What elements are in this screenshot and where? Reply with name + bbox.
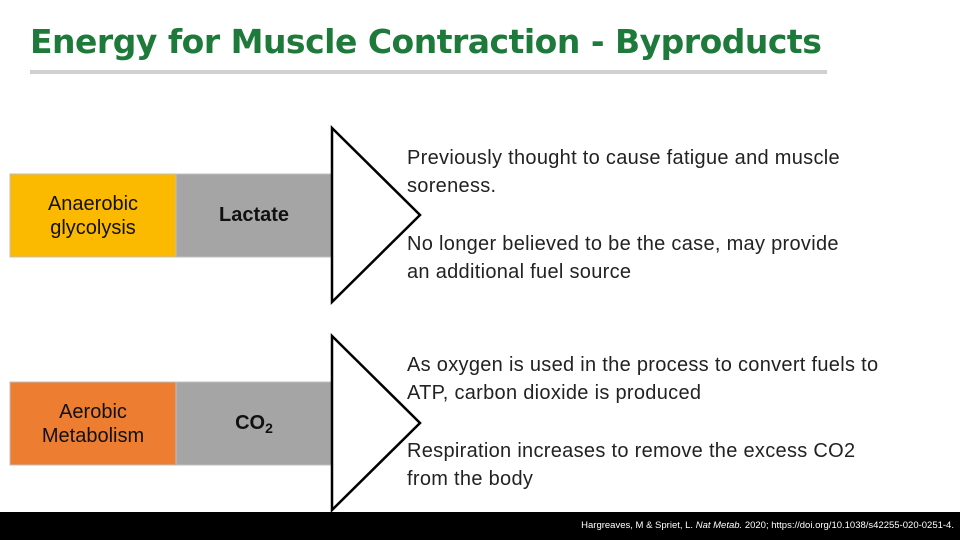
row1-arrow xyxy=(330,125,422,305)
co2-main: CO xyxy=(235,412,266,434)
slide-title: Energy for Muscle Contraction - Byproduc… xyxy=(30,22,822,61)
lactate-note-fatigue: Previously thought to cause fatigue and … xyxy=(407,147,840,197)
lactate-label: Lactate xyxy=(218,204,290,226)
title-underline xyxy=(30,70,827,74)
citation-details: 2020; https://doi.org/10.1038/s42255-020… xyxy=(742,520,954,531)
anaerobic-glycolysis-label: Anaerobic glycolysis xyxy=(47,192,139,239)
lactate-note-fuel: No longer believed to be the case, may p… xyxy=(407,233,839,283)
anaerobic-process-box xyxy=(9,173,177,258)
citation-authors: Hargreaves, M & Spriet, L. xyxy=(581,520,696,531)
citation-journal: Nat Metab. xyxy=(695,520,743,531)
footer-bar: Hargreaves, M & Spriet, L. Nat Metab. 20… xyxy=(0,512,960,540)
co2-subscript: 2 xyxy=(265,419,273,436)
aerobic-metabolism-label: Aerobic Metabolism xyxy=(41,400,145,447)
co2-note-respiration: Respiration increases to remove the exce… xyxy=(407,440,856,490)
co2-note-production: As oxygen is used in the process to conv… xyxy=(407,354,879,404)
byproducts-diagram xyxy=(9,125,422,512)
citation: Hargreaves, M & Spriet, L. Nat Metab. 20… xyxy=(581,520,954,531)
row2-arrow xyxy=(330,333,422,512)
